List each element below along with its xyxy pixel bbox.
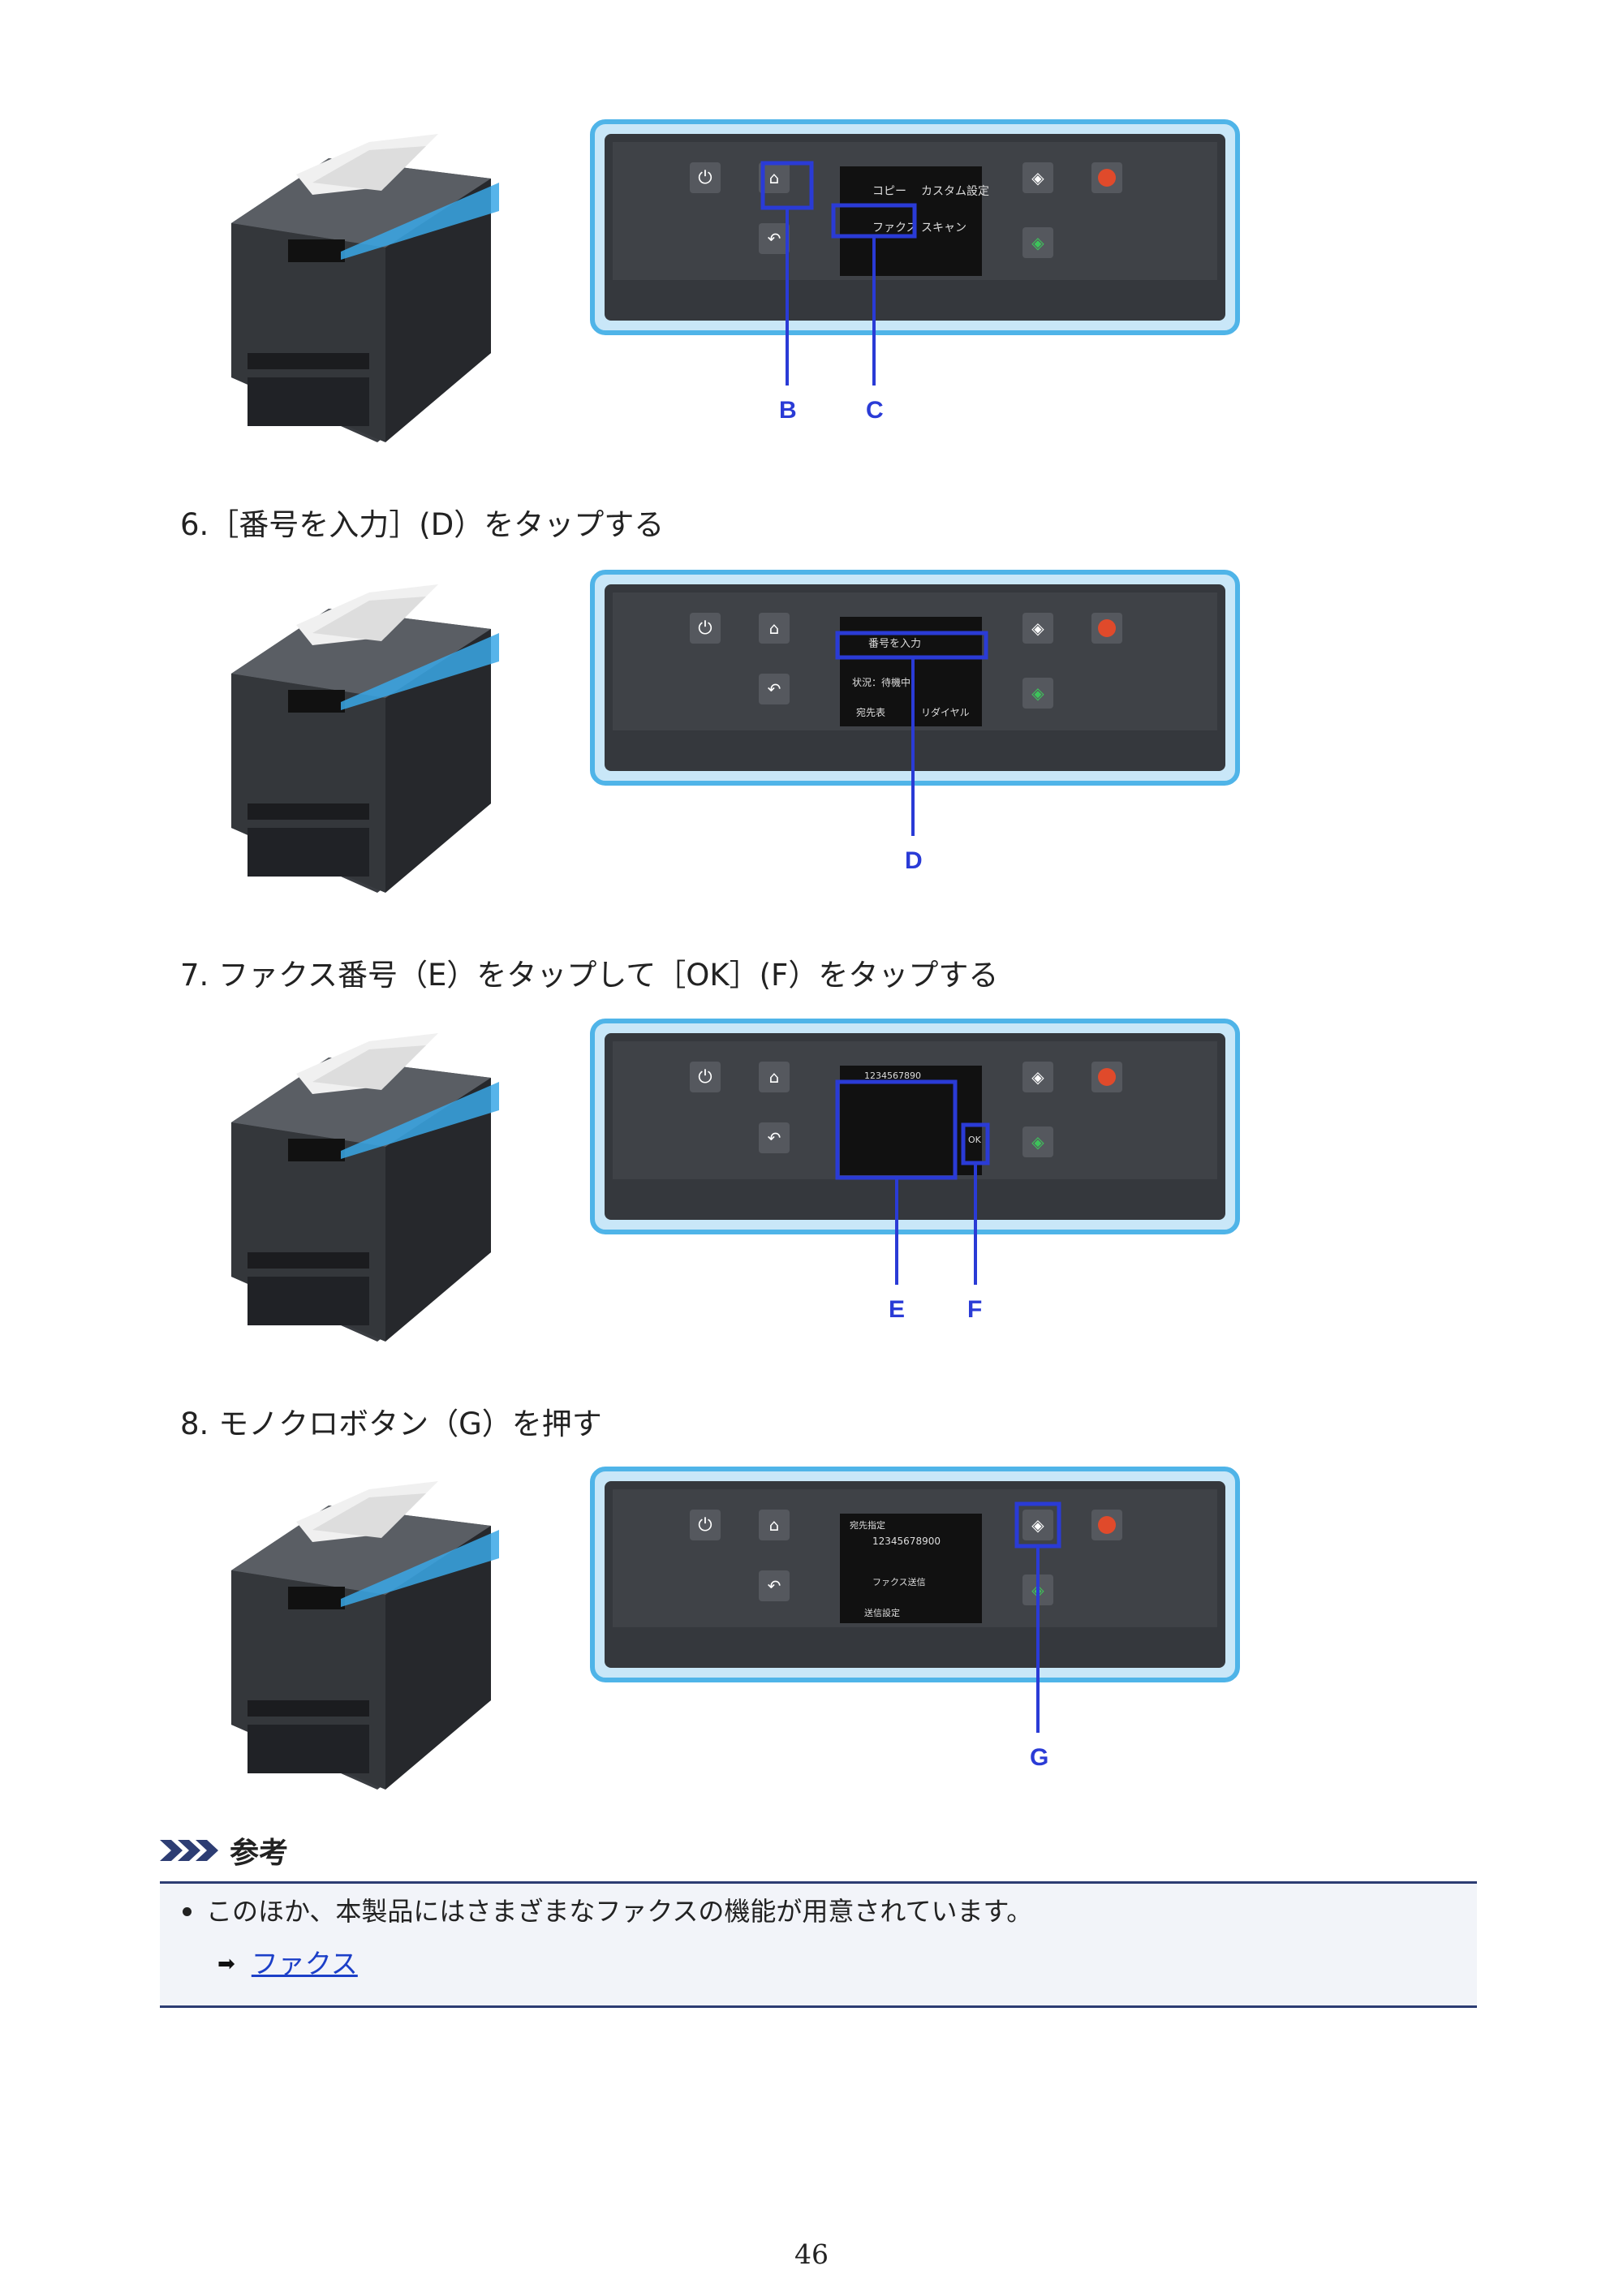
step-7-text: 7. ファクス番号（E）をタップして［OK］(F）をタップする [180,958,999,993]
power-icon[interactable] [690,1510,721,1540]
screen-item-redial[interactable]: リダイヤル [921,706,970,718]
home-icon[interactable] [759,162,790,193]
control-panel-callout: ⏻ ⌂ ↶ コピー カスタム設定 ファクス スキャン ◈ ◈ [590,119,1240,335]
printer-illustration [231,134,499,442]
power-icon[interactable] [690,162,721,193]
svg-text:◈: ◈ [1031,1515,1044,1535]
screen-item-status: 状況：待機中 [852,676,911,688]
note-chevron-icon [160,1840,218,1861]
svg-text:⌂: ⌂ [769,618,780,638]
svg-text:◈: ◈ [1031,618,1044,638]
svg-text:⏻: ⏻ [698,168,712,188]
screen-item-enter-number[interactable]: 番号を入力 [868,638,921,650]
color-start-icon[interactable] [1022,1062,1053,1092]
home-icon[interactable] [759,613,790,644]
printer-panel-illustration: ⏻ ⌂ ↶ コピー カスタム設定 ファクス スキャン ◈ ◈ B C [231,119,1240,442]
callout-label-c: C [866,397,884,424]
screen-item-address-book[interactable]: 宛先表 [856,706,885,718]
power-icon[interactable] [690,1062,721,1092]
screen-item-custom[interactable]: カスタム設定 [921,185,989,198]
svg-text:↶: ↶ [768,229,781,248]
figure-home-fax: ⏻ ⌂ ↶ コピー カスタム設定 ファクス スキャン ◈ ◈ B C [223,118,1246,450]
screen-item-number: 12345678900 [872,1536,941,1547]
callout-label-e: E [889,1296,905,1323]
screen-ok-key[interactable]: OK [968,1135,982,1145]
callout-label-f: F [967,1296,982,1323]
screen-item-scan[interactable]: スキャン [921,222,966,235]
color-start-icon[interactable] [1022,613,1053,644]
control-panel-callout: ⏻ ⌂ ↶ 宛先指定 12345678900 ファクス送信 送信設定 ◈ ◈ [590,1467,1240,1682]
svg-text:⌂: ⌂ [769,1067,780,1087]
printer-illustration [231,1481,499,1790]
callout-label-b: B [779,397,797,424]
screen-item-destination: 宛先指定 [850,1519,885,1531]
home-icon[interactable] [759,1510,790,1540]
note-bullet-text: このほか、本製品にはさまざまなファクスの機能が用意されています。 [206,1896,1033,1927]
screen-number-field: 1234567890 [864,1070,921,1081]
callout-label-d: D [905,847,923,874]
back-icon[interactable] [759,674,790,704]
home-icon[interactable] [759,1062,790,1092]
note-box [160,1881,1477,2008]
svg-text:⏻: ⏻ [698,618,712,639]
svg-text:↶: ↶ [768,1128,781,1148]
note-heading: 参考 [160,1830,288,1871]
svg-text:⌂: ⌂ [769,1515,780,1535]
svg-text:◈: ◈ [1031,1067,1044,1087]
callout-lines: G [1014,1501,1061,1771]
note-bullet: このほか、本製品にはさまざまなファクスの機能が用意されています。 [183,1893,1032,1929]
color-start-icon[interactable] [1022,162,1053,193]
control-panel-callout: ⏻ ⌂ ↶ 1234567890 OK ◈ ◈ [590,1019,1240,1234]
figure-mono-start: ⏻ ⌂ ↶ 宛先指定 12345678900 ファクス送信 送信設定 ◈ ◈ G [223,1465,1246,1798]
mono-start-icon[interactable] [1022,227,1053,258]
screen-item-fax[interactable]: ファクス [872,222,918,235]
svg-text:↶: ↶ [768,1576,781,1596]
figure-keypad: ⏻ ⌂ ↶ 1234567890 OK ◈ ◈ E F [223,1017,1246,1350]
callout-lines: D [835,631,988,874]
fax-link[interactable]: ファクス [251,1948,358,1979]
svg-text:◈: ◈ [1031,683,1044,703]
mono-start-icon[interactable] [1022,1126,1053,1157]
back-icon[interactable] [759,223,790,254]
step-8-text: 8. モノクロボタン（G）を押す [180,1406,602,1441]
note-title: 参考 [230,1837,289,1870]
figure-enter-number: ⏻ ⌂ ↶ 番号を入力 状況：待機中 宛先表 リダイヤル ◈ ◈ D [223,568,1246,901]
svg-text:◈: ◈ [1031,233,1044,252]
svg-text:⏻: ⏻ [698,1515,712,1536]
back-icon[interactable] [759,1570,790,1601]
touch-screen[interactable] [840,166,982,276]
page-number: 46 [794,2238,829,2270]
note-link-row: ➡ ファクス [217,1946,358,1982]
screen-item-send-settings[interactable]: 送信設定 [864,1607,900,1618]
svg-text:↶: ↶ [768,679,781,699]
printer-illustration [231,584,499,893]
color-start-icon[interactable] [1022,1510,1053,1540]
screen-item-fax-send[interactable]: ファクス送信 [872,1576,926,1587]
power-icon[interactable] [690,613,721,644]
callout-lines: B C [760,161,917,424]
right-arrow-icon: ➡ [217,1952,235,1976]
bullet-dot [183,1906,192,1916]
screen-item-copy[interactable]: コピー [872,185,906,198]
svg-text:◈: ◈ [1031,168,1044,187]
svg-text:⌂: ⌂ [769,168,780,187]
printer-illustration [231,1033,499,1342]
touch-screen[interactable] [840,1514,982,1623]
back-icon[interactable] [759,1122,790,1153]
step-6-text: 6.［番号を入力］(D）をタップする [180,507,665,542]
control-panel-callout: ⏻ ⌂ ↶ 番号を入力 状況：待機中 宛先表 リダイヤル ◈ ◈ [590,570,1240,786]
svg-text:◈: ◈ [1031,1132,1044,1152]
mono-start-icon[interactable] [1022,678,1053,709]
callout-lines: E F [835,1079,990,1323]
callout-label-g: G [1030,1744,1048,1771]
svg-text:⏻: ⏻ [698,1067,712,1088]
